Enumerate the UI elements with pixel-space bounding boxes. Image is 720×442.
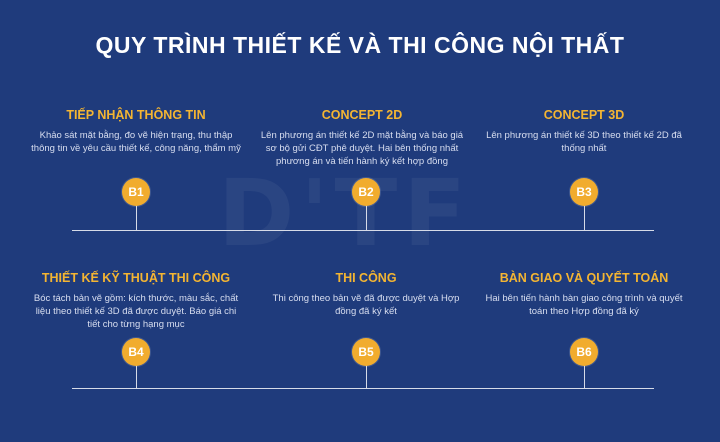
step-6-stem: [584, 365, 585, 388]
watermark-logo: D'TF: [218, 160, 473, 267]
step-5-desc: Thi công theo bản vẽ đã được duyệt và Hợ…: [272, 293, 460, 317]
step-3-badge: B3: [570, 178, 598, 206]
step-1-stem: [136, 205, 137, 230]
step-4-desc: Bóc tách bản vẽ gồm: kích thước, màu sắc…: [33, 293, 239, 330]
step-3-stem: [584, 205, 585, 230]
step-1: TIẾP NHẬN THÔNG TIN Khảo sát mặt bằng, đ…: [16, 108, 256, 155]
step-5-stem: [366, 365, 367, 388]
step-1-badge: B1: [122, 178, 150, 206]
timeline-bottom: [72, 388, 654, 389]
step-2: CONCEPT 2D Lên phương án thiết kế 2D mặt…: [242, 108, 482, 168]
step-5-title: THI CÔNG: [335, 271, 397, 285]
page-title: QUY TRÌNH THIẾT KẾ VÀ THI CÔNG NỘI THẤT: [95, 32, 625, 58]
step-6-badge: B6: [570, 338, 598, 366]
step-1-title: TIẾP NHẬN THÔNG TIN: [66, 108, 206, 122]
step-2-badge: B2: [352, 178, 380, 206]
step-4: THIẾT KẾ KỸ THUẬT THI CÔNG Bóc tách bản …: [16, 271, 256, 331]
step-5: THI CÔNG Thi công theo bản vẽ đã được du…: [246, 271, 486, 318]
step-2-title: CONCEPT 2D: [321, 108, 403, 122]
step-5-badge: B5: [352, 338, 380, 366]
step-4-badge: B4: [122, 338, 150, 366]
step-6-desc: Hai bên tiến hành bàn giao công trình và…: [485, 293, 683, 317]
step-6: BÀN GIAO VÀ QUYẾT TOÁN Hai bên tiến hành…: [464, 271, 704, 318]
step-2-desc: Lên phương án thiết kế 2D mặt bằng và bá…: [260, 130, 464, 167]
step-3: CONCEPT 3D Lên phương án thiết kế 3D the…: [464, 108, 704, 155]
step-2-stem: [366, 205, 367, 230]
step-3-title: CONCEPT 3D: [543, 108, 625, 122]
step-4-title: THIẾT KẾ KỸ THUẬT THI CÔNG: [41, 271, 231, 285]
timeline-top: [72, 230, 654, 231]
step-1-desc: Khảo sát mặt bằng, đo vẽ hiện trạng, thu…: [31, 130, 241, 154]
step-3-desc: Lên phương án thiết kế 3D theo thiết kế …: [486, 130, 682, 154]
step-6-title: BÀN GIAO VÀ QUYẾT TOÁN: [499, 271, 669, 285]
step-4-stem: [136, 365, 137, 388]
